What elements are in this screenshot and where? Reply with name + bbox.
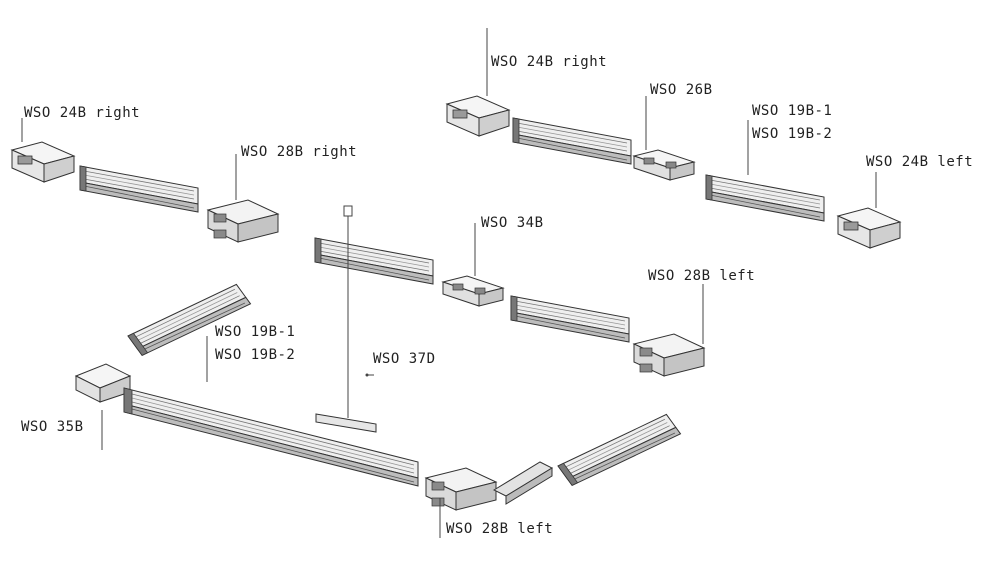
label-wso-28b-left-bottom: WSO 28B left bbox=[446, 521, 554, 537]
label-wso-19b-2-top: WSO 19B-2 bbox=[752, 126, 833, 142]
end-cap-24b-left-top bbox=[837, 207, 901, 249]
label-wso-34b: WSO 34B bbox=[481, 215, 544, 231]
coupler-26b bbox=[633, 149, 695, 181]
end-cap-24b-right-top bbox=[446, 95, 510, 137]
corner-28b-left-right bbox=[633, 333, 705, 377]
label-wso-19b-1-bottom: WSO 19B-1 bbox=[215, 324, 296, 340]
label-wso-19b-1-top: WSO 19B-1 bbox=[752, 103, 833, 119]
rail-segment-left-1 bbox=[79, 165, 199, 213]
rail-segment-mid-2 bbox=[510, 295, 630, 343]
rail-segment-mid-1 bbox=[314, 237, 434, 285]
end-cap-24b-right-left bbox=[11, 141, 75, 183]
label-wso-24b-left-top: WSO 24B left bbox=[866, 154, 974, 170]
label-wso-35b: WSO 35B bbox=[21, 419, 84, 435]
label-wso-37d: WSO 37D bbox=[373, 351, 436, 367]
rail-segment-bottom-long bbox=[123, 387, 419, 487]
label-wso-24b-right-top: WSO 24B right bbox=[491, 54, 608, 70]
label-wso-24b-right-left: WSO 24B right bbox=[24, 105, 141, 121]
coupler-34b bbox=[442, 275, 504, 307]
rail-segment-top-2 bbox=[705, 174, 825, 222]
rail-segment-top-1 bbox=[512, 117, 632, 165]
corner-28b-right bbox=[207, 199, 279, 243]
rail-segment-right-diag bbox=[557, 396, 682, 504]
label-wso-19b-2-bottom: WSO 19B-2 bbox=[215, 347, 296, 363]
corner-28b-left-bottom bbox=[425, 467, 497, 511]
label-wso-28b-left-right: WSO 28B left bbox=[648, 268, 756, 284]
label-wso-28b-right: WSO 28B right bbox=[241, 144, 358, 160]
label-wso-26b: WSO 26B bbox=[650, 82, 713, 98]
